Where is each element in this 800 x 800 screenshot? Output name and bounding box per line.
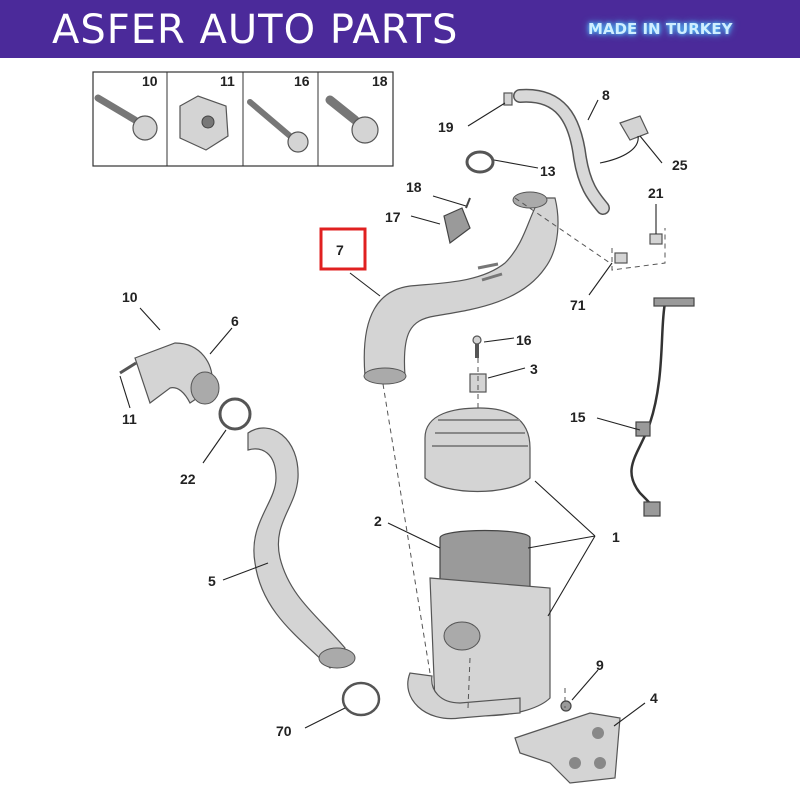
bolt-9 — [560, 700, 572, 712]
breather-hose — [503, 88, 610, 215]
bracket-4 — [514, 712, 621, 784]
callout-6: 6 — [231, 313, 239, 329]
callout-22: 22 — [180, 471, 196, 487]
callout-7: 7 — [336, 242, 344, 258]
bolt-flange-icon — [94, 94, 158, 141]
fastener-label-16: 16 — [294, 73, 310, 89]
grommet-3 — [469, 373, 487, 393]
callout-25: 25 — [672, 157, 688, 173]
callout-17: 17 — [385, 209, 401, 225]
fastener-label-18: 18 — [372, 73, 388, 89]
fastener-label-11: 11 — [220, 73, 235, 89]
callout-11: 11 — [122, 411, 137, 427]
callout-71: 71 — [570, 297, 586, 313]
brand-title: ASFER AUTO PARTS — [52, 7, 459, 53]
callout-13: 13 — [540, 163, 556, 179]
parts-diagram: 10 11 16 18 — [92, 71, 695, 784]
callouts: 19 8 25 13 18 21 17 7 71 10 6 16 3 11 15… — [122, 87, 688, 739]
harness-15 — [630, 297, 695, 517]
nut-cage-icon — [179, 95, 229, 151]
callout-70: 70 — [276, 723, 292, 739]
highlight-box — [319, 227, 367, 271]
leader-lines — [119, 99, 663, 729]
intake-duct-7 — [363, 191, 559, 385]
callout-8: 8 — [602, 87, 610, 103]
screw-flange-icon — [325, 95, 379, 144]
callout-21: 21 — [648, 185, 664, 201]
callout-19: 19 — [438, 119, 454, 135]
air-filter-lid — [424, 407, 531, 492]
callout-16: 16 — [516, 332, 532, 348]
charge-pipe-5 — [247, 427, 356, 669]
elbow-6 — [119, 342, 220, 405]
callout-5: 5 — [208, 573, 216, 589]
bolt-16 — [472, 335, 482, 358]
clamp-70 — [341, 681, 381, 717]
hose-clamp-13 — [465, 150, 495, 174]
sensor-17 — [443, 197, 471, 245]
bolt-long-icon — [247, 99, 309, 153]
origin-badge: MADE IN TURKEY — [588, 20, 733, 38]
connector-25 — [599, 115, 649, 164]
clamp-22 — [218, 397, 252, 431]
assembly-lines — [382, 197, 611, 709]
callout-4: 4 — [650, 690, 658, 706]
callout-15: 15 — [570, 409, 586, 425]
fastener-label-10: 10 — [142, 73, 158, 89]
callout-10: 10 — [122, 289, 138, 305]
clips-21 — [611, 228, 666, 271]
callout-1: 1 — [612, 529, 620, 545]
callout-18: 18 — [406, 179, 422, 195]
callout-2: 2 — [374, 513, 382, 529]
air-filter-body — [407, 577, 551, 720]
header-banner — [0, 0, 800, 58]
callout-9: 9 — [596, 657, 604, 673]
callout-3: 3 — [530, 361, 538, 377]
fasteners-panel: 10 11 16 18 — [92, 71, 394, 167]
